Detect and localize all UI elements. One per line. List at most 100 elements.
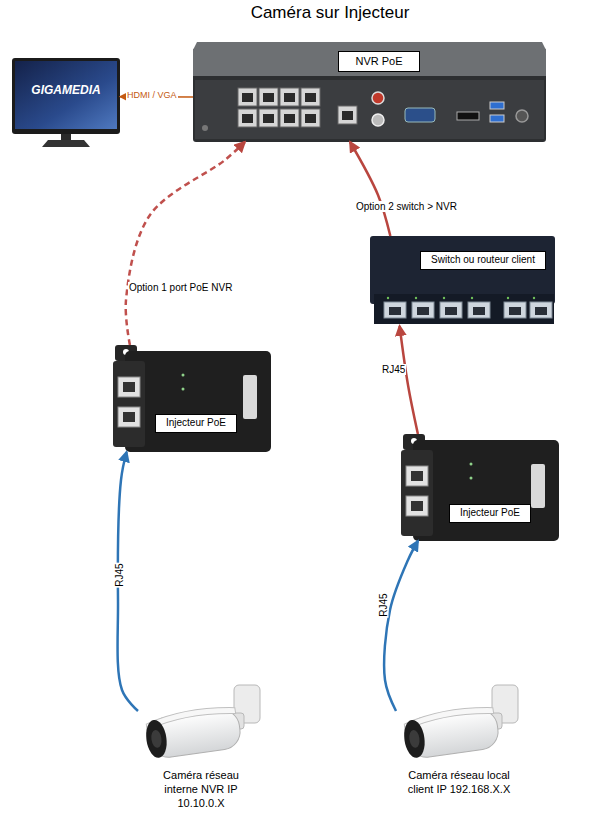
ethernet-port: [118, 377, 140, 397]
poe-injector: Injecteur PoE: [105, 345, 271, 452]
ip-camera-drawing: [138, 683, 264, 763]
injector-side: [113, 361, 145, 447]
brand-plate: [531, 464, 545, 508]
ethernet-port: [384, 302, 406, 318]
edge-label: Option 2 switch > NVR: [355, 201, 458, 212]
status-led: [182, 374, 185, 377]
port-socket: [242, 114, 253, 123]
ip-camera: Caméra réseau local client IP 192.168.X.…: [396, 683, 522, 763]
injector-body: [125, 351, 271, 452]
ethernet-port: [280, 88, 299, 106]
network-cable: [350, 142, 390, 236]
monitor-base: [42, 140, 90, 147]
port-socket: [284, 114, 295, 123]
network-cable: [384, 541, 418, 711]
node-label: Caméra réseau local client IP 192.168.X.…: [406, 769, 512, 797]
audio-jack: [372, 92, 384, 104]
poe-injector-drawing: [105, 345, 271, 452]
port-socket: [263, 93, 274, 102]
edge-label: HDMI / VGA: [126, 91, 178, 101]
label-box: NVR PoE: [338, 51, 420, 72]
monitor: GIGAMEDIA: [12, 58, 120, 148]
ethernet-port: [406, 496, 428, 516]
edge-label: RJ45: [378, 592, 389, 617]
edge-label: Option 1 port PoE NVR: [128, 282, 233, 293]
ip-camera-drawing: [396, 683, 522, 763]
port-socket: [417, 307, 429, 315]
ethernet-port: [301, 109, 320, 127]
monitor-bezel: [12, 58, 120, 134]
port-socket: [411, 471, 423, 481]
injector-side: [401, 450, 433, 536]
ethernet-port: [280, 109, 299, 127]
camera-group: [143, 704, 242, 760]
node-label: Caméra réseau interne NVR IP 10.10.0.X: [151, 769, 251, 810]
port-socket: [123, 382, 135, 392]
status-led: [470, 477, 473, 480]
node-label: GIGAMEDIA: [15, 83, 117, 98]
port-socket: [509, 307, 521, 315]
audio-jack: [372, 114, 384, 126]
nvr-top: [193, 42, 546, 76]
ethernet-port: [301, 88, 320, 106]
port-socket: [389, 307, 401, 315]
label-box: Injecteur PoE: [449, 504, 531, 523]
port-socket: [305, 114, 316, 123]
ethernet-port: [238, 88, 257, 106]
nvr-panel: [195, 80, 544, 139]
ethernet-port: [530, 302, 552, 318]
status-led: [470, 463, 473, 466]
status-led: [507, 297, 509, 299]
network-switch: Switch ou routeur client: [370, 236, 555, 326]
ethernet-port: [259, 88, 278, 106]
injector-body: [413, 440, 559, 541]
camera-group: [401, 704, 500, 760]
lens-glass: [408, 729, 420, 748]
port-socket: [535, 307, 547, 315]
ethernet-port: [259, 109, 278, 127]
lens-glass: [150, 729, 162, 748]
monitor-drawing: [12, 58, 120, 148]
usb-port: [490, 115, 504, 122]
nvr-device: NVR PoE: [193, 42, 546, 142]
port-socket: [473, 307, 485, 315]
network-cable: [400, 326, 418, 434]
status-led: [533, 297, 535, 299]
network-cable: [126, 142, 245, 345]
usb-port: [490, 102, 504, 109]
ethernet-port: [412, 302, 434, 318]
port-socket: [284, 93, 295, 102]
edge-label: RJ45: [381, 364, 406, 375]
edge-label: RJ45: [114, 562, 125, 587]
vga-port: [405, 108, 435, 122]
ethernet-port: [406, 466, 428, 486]
monitor-screen: [15, 61, 117, 129]
network-switch-drawing: [370, 236, 555, 326]
brand-plate: [243, 375, 257, 419]
ethernet-port: [118, 407, 140, 427]
label-box: Switch ou routeur client: [420, 251, 546, 270]
camera-lens: [402, 719, 427, 759]
status-led: [443, 297, 445, 299]
ethernet-port: [238, 109, 257, 127]
ethernet-port: [468, 302, 490, 318]
diagram-title: Caméra sur Injecteur: [200, 3, 460, 23]
status-led: [471, 297, 473, 299]
port-socket: [242, 93, 253, 102]
port-socket: [445, 307, 457, 315]
switch-top: [370, 236, 555, 304]
poe-injector: Injecteur PoE: [393, 434, 559, 541]
switch-front: [374, 294, 554, 324]
power-jack: [516, 110, 528, 122]
monitor-neck: [61, 134, 71, 141]
camera-lens: [144, 719, 169, 759]
port-socket: [305, 93, 316, 102]
port-socket: [263, 114, 274, 123]
ethernet-port: [338, 106, 357, 124]
label-box: Injecteur PoE: [155, 414, 237, 433]
status-led: [182, 388, 185, 391]
hdmi-port: [457, 112, 479, 120]
status-led: [415, 297, 417, 299]
status-led: [387, 297, 389, 299]
